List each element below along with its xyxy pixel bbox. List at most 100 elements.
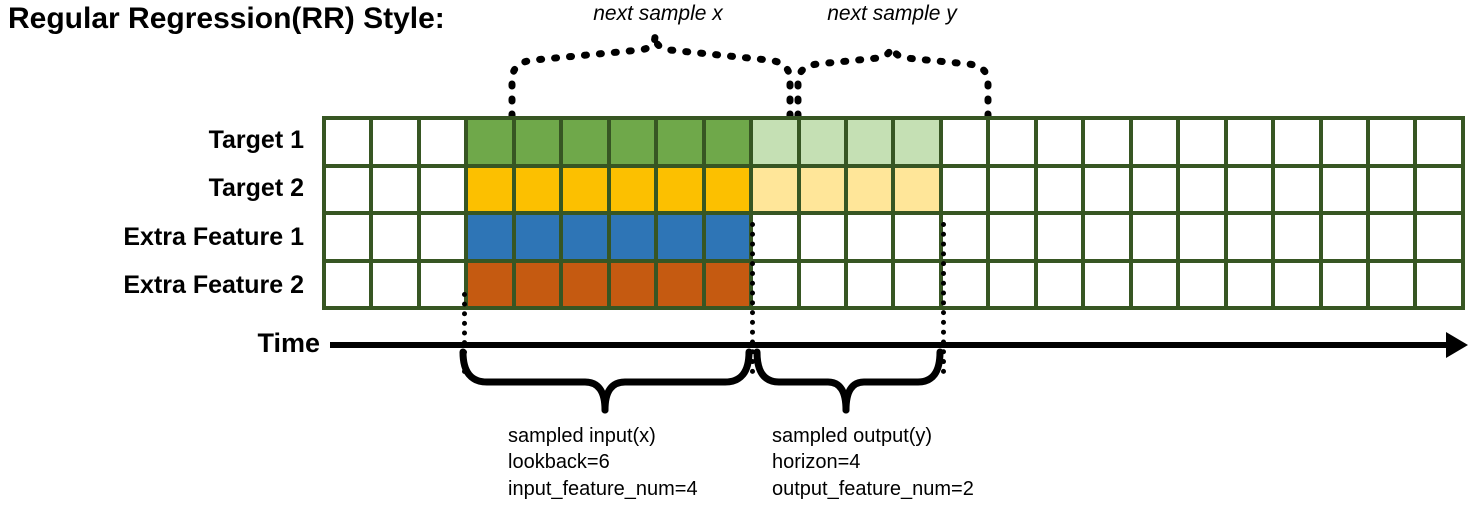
grid-cell-r2-c10 (753, 167, 797, 211)
grid-cell-r1-c21 (1275, 120, 1319, 164)
row-label-target-2: Target 2 (208, 174, 304, 203)
grid-cell-r4-c5 (515, 262, 560, 306)
grid-cell-r3-c15 (990, 215, 1034, 259)
brace-y-left-half (794, 38, 896, 120)
caption-line-1: sampled output(y) (772, 425, 933, 447)
grid-cell-r1-c13 (895, 120, 939, 164)
grid-cell-r1-c5 (515, 120, 560, 164)
grid-cell-r2-c6 (563, 167, 607, 211)
timeseries-grid (322, 116, 1465, 310)
grid-cell-r4-c24 (1417, 262, 1461, 306)
grid-cell-r4-c15 (990, 262, 1034, 306)
page-title: Regular Regression(RR) Style: (8, 2, 445, 35)
grid-cell-r1-c20 (1227, 120, 1272, 164)
grid-cell-r1-c10 (753, 120, 797, 164)
grid-cell-r3-c7 (610, 215, 655, 259)
grid-cell-r4-c12 (847, 262, 892, 306)
grid-cell-r4-c18 (1132, 262, 1177, 306)
grid-cell-r3-c21 (1275, 215, 1319, 259)
grid-cell-r3-c22 (1322, 215, 1366, 259)
time-axis-arrow-icon (1446, 332, 1468, 358)
grid-cell-r4-c19 (1180, 262, 1224, 306)
grid-cell-r2-c12 (847, 167, 892, 211)
grid-cell-r4-c17 (1085, 262, 1129, 306)
grid-cell-r4-c6 (563, 262, 607, 306)
grid-cell-r3-c13 (895, 215, 939, 259)
sampled-output-caption: sampled output(y) horizon=4 output_feature… (772, 423, 974, 502)
grid-cell-r1-c19 (1180, 120, 1224, 164)
brace-x-right-half (651, 32, 794, 120)
grid-cell-r2-c17 (1085, 167, 1129, 211)
grid-cell-r2-c4 (468, 167, 512, 211)
grid-cell-r3-c6 (563, 215, 607, 259)
grid-cell-r3-c3 (420, 215, 465, 259)
grid-cell-r4-c21 (1275, 262, 1319, 306)
grid-cell-r1-c11 (800, 120, 844, 164)
grid-cell-r2-c23 (1369, 167, 1414, 211)
grid-cell-r3-c4 (468, 215, 512, 259)
grid-cell-r2-c16 (1037, 167, 1082, 211)
time-axis-label: Time (257, 328, 320, 358)
grid-cell-r2-c7 (610, 167, 655, 211)
grid-row-3 (326, 215, 1461, 259)
dropline-output-end (941, 222, 946, 374)
grid-cell-r1-c3 (420, 120, 465, 164)
grid-row-4 (326, 262, 1461, 306)
grid-cell-r4-c13 (895, 262, 939, 306)
caption-line-3: input_feature_num=4 (508, 477, 698, 500)
grid-cell-r2-c18 (1132, 167, 1177, 211)
caption-line-3: output_feature_num=2 (772, 477, 974, 500)
grid-cell-r3-c24 (1417, 215, 1461, 259)
grid-cell-r2-c14 (942, 167, 987, 211)
grid-cell-r1-c15 (990, 120, 1034, 164)
grid-cell-r2-c20 (1227, 167, 1272, 211)
brace-x-left-half (508, 32, 659, 120)
grid-cell-r3-c23 (1369, 215, 1414, 259)
caption-line-1: sampled input(x) (508, 425, 656, 447)
grid-cell-r4-c7 (610, 262, 655, 306)
caption-line-2: lookback=6 (508, 451, 610, 474)
grid-cell-r3-c8 (658, 215, 702, 259)
grid-cell-r3-c9 (705, 215, 750, 259)
grid-cell-r4-c11 (800, 262, 844, 306)
grid-cell-r3-c2 (373, 215, 417, 259)
grid-cell-r3-c1 (326, 215, 370, 259)
grid-cell-r2-c3 (420, 167, 465, 211)
grid-cell-r3-c20 (1227, 215, 1272, 259)
grid-cell-r1-c22 (1322, 120, 1366, 164)
grid-cell-r2-c1 (326, 167, 370, 211)
grid-cell-r2-c24 (1417, 167, 1461, 211)
row-label-column: Target 1 Target 2 Extra Feature 1 Extra … (0, 116, 312, 310)
grid-cell-r1-c7 (610, 120, 655, 164)
grid-cell-r1-c4 (468, 120, 512, 164)
grid-cell-r3-c11 (800, 215, 844, 259)
sampled-input-caption: sampled input(x) lookback=6 input_feature_… (508, 423, 698, 502)
grid-cell-r3-c18 (1132, 215, 1177, 259)
grid-cell-r4-c14 (942, 262, 987, 306)
grid-cell-r2-c13 (895, 167, 939, 211)
row-label-extra-feature-2: Extra Feature 2 (123, 271, 304, 300)
grid-cell-r1-c6 (563, 120, 607, 164)
grid-cell-r4-c1 (326, 262, 370, 306)
grid-cell-r1-c8 (658, 120, 702, 164)
grid-row-1 (326, 120, 1461, 164)
grid-cell-r3-c5 (515, 215, 560, 259)
grid-cell-r3-c12 (847, 215, 892, 259)
grid-cell-r4-c4 (468, 262, 512, 306)
grid-cell-r3-c14 (942, 215, 987, 259)
brace-y-right-half (888, 38, 992, 120)
brace-output-left-half (753, 348, 850, 414)
grid-cell-r3-c16 (1037, 215, 1082, 259)
grid-cell-r4-c9 (705, 262, 750, 306)
grid-cell-r3-c10 (753, 215, 797, 259)
row-label-extra-feature-1: Extra Feature 1 (123, 222, 304, 251)
grid-cell-r1-c18 (1132, 120, 1177, 164)
brace-output-right-half (842, 348, 944, 414)
time-axis-line (330, 342, 1452, 348)
grid-cell-r4-c8 (658, 262, 702, 306)
grid-cell-r2-c22 (1322, 167, 1366, 211)
brace-input-right-half (601, 348, 753, 414)
grid-cell-r1-c1 (326, 120, 370, 164)
grid-cell-r2-c9 (705, 167, 750, 211)
caption-line-2: horizon=4 (772, 451, 861, 474)
